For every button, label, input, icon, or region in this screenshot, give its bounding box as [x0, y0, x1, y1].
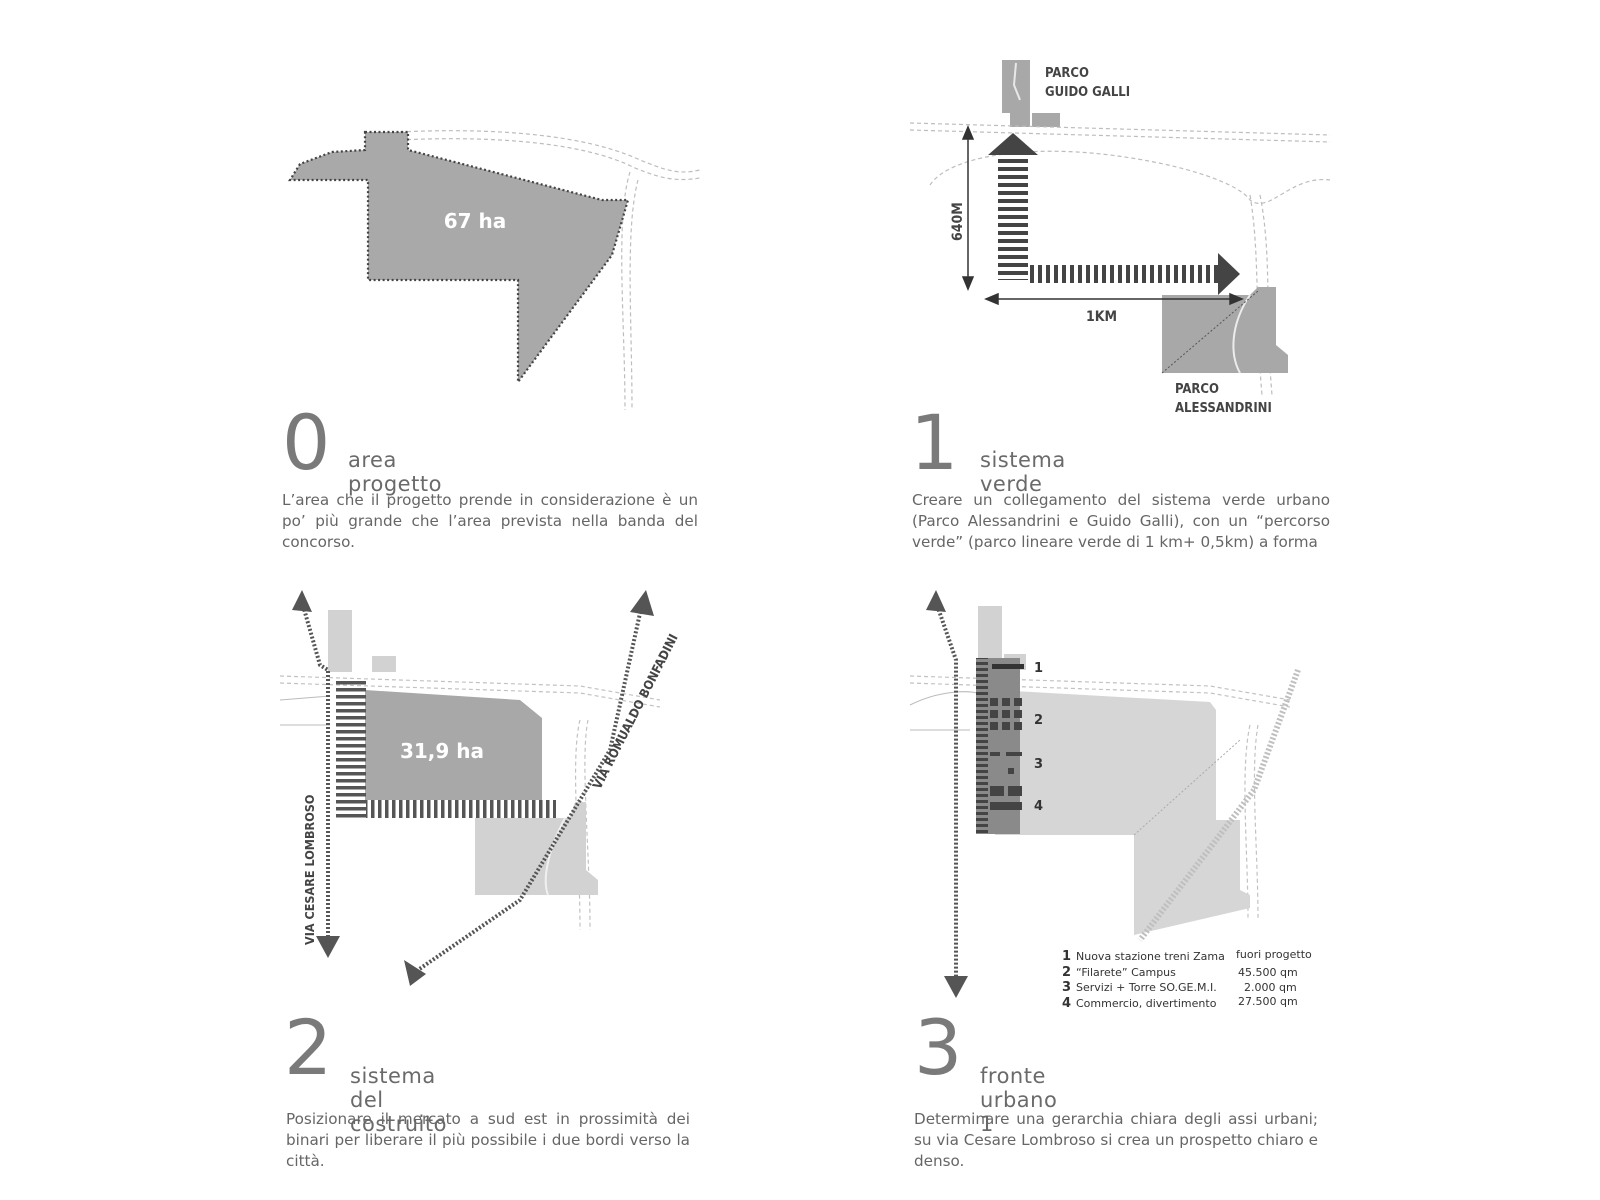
panel-description: Determinare una gerarchia chiara degli a… [914, 1110, 1318, 1170]
built-system-diagram: 31,9 ha VIA CESARE LOMBROSO VIA ROMUALDO… [279, 590, 681, 986]
green-system-diagram: PARCO GUIDO GALLI [909, 60, 1331, 416]
panel-number: 3 [914, 1003, 963, 1092]
urban-front-strip [976, 658, 1024, 834]
panel-title: sistema verde [980, 448, 1066, 496]
area-label: 67 ha [444, 209, 507, 233]
horizontal-dimension-label: 1KM [1086, 309, 1117, 325]
panel-title: area progetto [348, 448, 442, 496]
marker-1: 1 [1034, 661, 1043, 676]
vertical-green-corridor [988, 133, 1038, 280]
legend-label-4: Commercio, divertimento [1076, 997, 1217, 1010]
legend-value-1: fuori progetto [1236, 948, 1312, 961]
urban-front-diagram: 1 2 3 4 1 Nuova stazione treni Zama fuor… [909, 590, 1312, 1011]
panel-title: sistema del costruito [350, 1064, 447, 1136]
panel-description: Posizionare il mercato a sud est in pros… [286, 1110, 690, 1170]
legend-num-4: 4 [1062, 996, 1071, 1011]
panel-number: 1 [910, 398, 959, 487]
panel-description: L’area che il progetto prende in conside… [282, 491, 698, 551]
horizontal-green-corridor [1028, 253, 1240, 295]
street-label-lombroso: VIA CESARE LOMBROSO [302, 795, 317, 945]
legend-value-2: 45.500 qm [1238, 966, 1298, 979]
horizontal-corridor [366, 800, 556, 818]
market-area-shape [475, 802, 598, 895]
panel-number: 2 [284, 1003, 333, 1092]
vertical-dimension-line [961, 125, 975, 291]
park-bottom-label-line2: ALESSANDRINI [1175, 401, 1272, 416]
park-top-label-line2: GUIDO GALLI [1045, 85, 1130, 100]
legend-num-3: 3 [1062, 980, 1071, 995]
site-area-shape [995, 690, 1250, 935]
park-guido-galli-annex [1032, 113, 1060, 127]
legend-value-3: 2.000 qm [1244, 981, 1297, 994]
marker-3: 3 [1034, 757, 1043, 772]
street-arrow-bonfadini [404, 590, 654, 986]
marker-4: 4 [1034, 799, 1043, 814]
area-label: 31,9 ha [400, 739, 484, 763]
legend-label-2: “Filarete” Campus [1076, 966, 1176, 979]
marker-2: 2 [1034, 713, 1043, 728]
legend-value-4: 27.500 qm [1238, 995, 1298, 1008]
legend-label-3: Servizi + Torre SO.GE.M.I. [1076, 981, 1217, 994]
legend-num-2: 2 [1062, 965, 1071, 980]
legend-num-1: 1 [1062, 949, 1071, 964]
park-guido-galli-shape [1002, 60, 1030, 127]
park-bottom-label-line1: PARCO [1175, 382, 1219, 397]
road-lines [279, 675, 661, 931]
park-top-label-line1: PARCO [1045, 66, 1089, 81]
park-alessandrini-shape [1162, 287, 1288, 373]
built-area-shape [365, 690, 542, 800]
street-arrow-lombroso [292, 590, 340, 958]
street-label-bonfadini: VIA ROMUALDO BONFADINI [589, 631, 680, 791]
panel-number: 0 [282, 398, 331, 487]
site-area-diagram: 67 ha [288, 130, 701, 411]
legend: 1 Nuova stazione treni Zama fuori proget… [1062, 948, 1312, 1011]
project-area-shape [288, 130, 630, 386]
road-lines [399, 130, 701, 411]
vertical-dimension-label: 640M [950, 202, 966, 241]
horizontal-dimension-line [984, 292, 1244, 306]
street-arrow [926, 590, 968, 998]
legend-label-1: Nuova stazione treni Zama [1076, 950, 1225, 963]
panel-description: Creare un collegamento del sistema verde… [912, 491, 1330, 551]
panel-title: fronte urbano 1 [980, 1064, 1058, 1136]
vertical-corridor [336, 678, 366, 818]
